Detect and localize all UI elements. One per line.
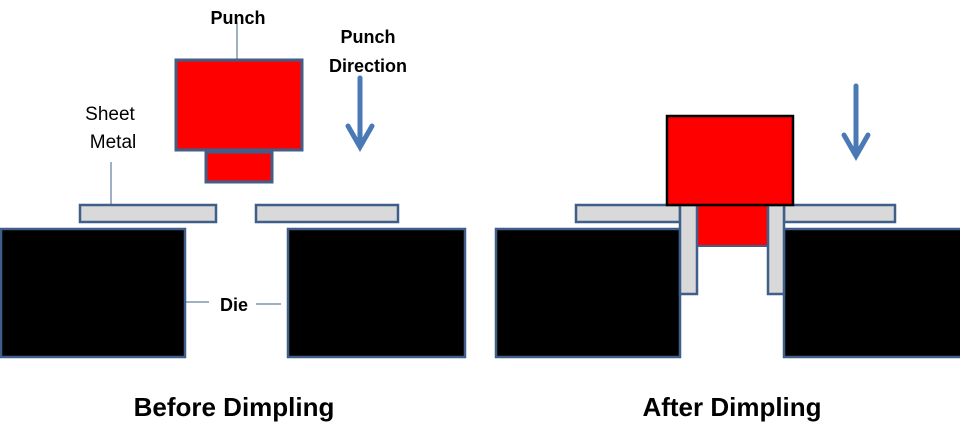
die-left [494,227,682,359]
dimple-flange-right [766,203,786,296]
punch-direction-label-line2: Direction [329,56,407,76]
before-caption: Before Dimpling [134,392,335,422]
punch-body [665,114,795,207]
die-right [782,227,960,359]
before-panel: Punch Punch Direction Sheet Metal Die Be… [0,8,467,422]
punch-direction-arrow-icon [841,83,871,162]
sheet-metal-left [574,203,682,224]
punch-body [174,58,304,152]
die-left [0,227,187,359]
punch-tip [696,204,769,247]
dimple-flange-left [678,203,699,296]
die-label: Die [220,295,248,315]
sheet-metal-right [254,203,400,224]
sheet-metal-label-line1: Sheet [85,104,135,125]
after-panel: After Dimpling [494,83,960,422]
punch-direction-arrow-icon [345,75,375,153]
punch-direction-label-line1: Punch [340,27,395,47]
punch-tip [204,150,274,184]
punch-label: Punch [210,8,265,28]
sheet-metal-label-line2: Metal [90,132,136,153]
sheet-metal-left [78,203,218,224]
die-right [286,227,467,359]
sheet-metal-right [782,203,897,224]
after-caption: After Dimpling [642,392,821,422]
